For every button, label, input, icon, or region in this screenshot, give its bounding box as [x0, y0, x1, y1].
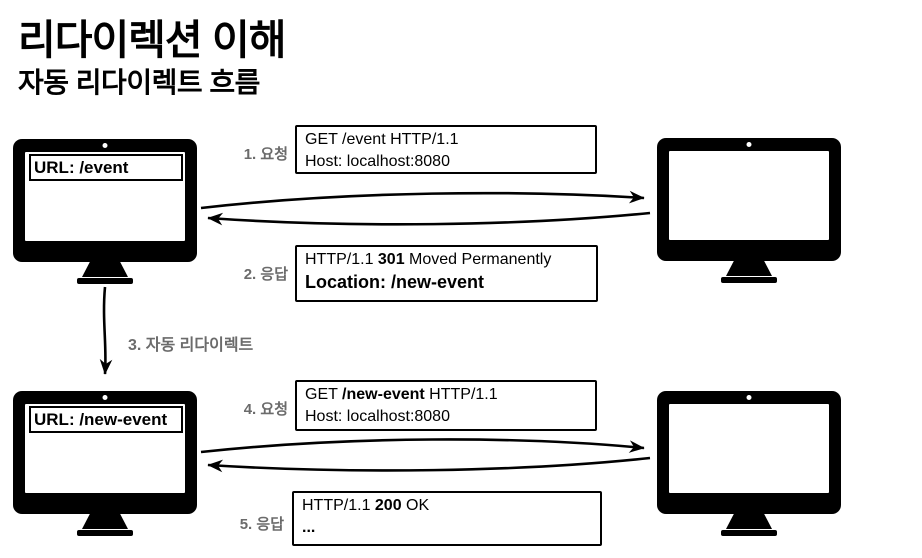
request-arrow-top: [200, 190, 645, 210]
message-line: Host: localhost:8080: [305, 406, 587, 428]
camera-dot-icon: [102, 143, 108, 148]
step3-label: 3. 자동 리다이렉트: [128, 337, 254, 354]
text-segment: HTTP/1.1: [424, 386, 498, 403]
request1-message-box: GET /event HTTP/1.1 Host: localhost:8080: [295, 125, 597, 174]
text-segment: Host: localhost:8080: [305, 153, 450, 170]
url-text: URL: /new-event: [34, 409, 168, 429]
monitor-screen: URL: /event: [25, 152, 185, 241]
monitor-base: [721, 277, 777, 283]
server-monitor-top: [657, 138, 841, 283]
monitor-frame: [657, 391, 841, 514]
client-monitor-top: URL: /event: [13, 139, 197, 284]
monitor-stand: [82, 514, 128, 529]
message-line: GET /new-event HTTP/1.1: [305, 384, 587, 406]
message-line: HTTP/1.1 200 OK: [302, 495, 592, 517]
step4-label: 4. 요청: [243, 401, 288, 418]
text-segment: 301: [377, 251, 405, 268]
request2-message-box: GET /new-event HTTP/1.1 Host: localhost:…: [295, 380, 597, 431]
message-line: Host: localhost:8080: [305, 151, 587, 173]
client-monitor-bottom: URL: /new-event: [13, 391, 197, 536]
monitor-stand: [726, 514, 772, 529]
camera-dot-icon: [102, 395, 108, 400]
camera-dot-icon: [746, 142, 752, 147]
text-segment: Location: /new-event: [305, 272, 485, 292]
monitor-screen: [669, 151, 829, 240]
url-text: URL: /event: [34, 157, 129, 177]
step1-label: 1. 요청: [243, 146, 288, 163]
step2-label: 2. 응답: [243, 266, 288, 283]
response-arrow-bottom: [207, 456, 651, 473]
url-bar-top: URL: /event: [29, 154, 183, 181]
page-subtitle: 자동 리다이렉트 흐름: [18, 67, 260, 98]
monitor-base: [77, 278, 133, 284]
camera-dot-icon: [746, 395, 752, 400]
monitor-frame: URL: /new-event: [13, 391, 197, 514]
server-monitor-bottom: [657, 391, 841, 536]
monitor-frame: URL: /event: [13, 139, 197, 262]
text-segment: OK: [401, 497, 430, 514]
message-line: Location: /new-event: [305, 271, 588, 295]
text-segment: GET /event HTTP/1.1: [305, 131, 459, 148]
message-line: GET /event HTTP/1.1: [305, 129, 587, 151]
monitor-stand: [726, 261, 772, 276]
response2-message-box: HTTP/1.1 200 OK ...: [292, 491, 602, 546]
text-segment: /new-event: [342, 386, 425, 403]
redirect-arrow-down: [99, 286, 113, 375]
request-arrow-bottom: [200, 438, 645, 454]
text-segment: GET: [305, 386, 343, 403]
text-segment: ...: [302, 519, 316, 536]
page-title: 리다이렉션 이해: [18, 17, 286, 63]
url-bar-bottom: URL: /new-event: [29, 406, 183, 433]
monitor-screen: URL: /new-event: [25, 404, 185, 493]
step5-label: 5. 응답: [239, 516, 284, 533]
text-segment: HTTP/1.1: [302, 497, 375, 514]
text-segment: 200: [374, 497, 402, 514]
monitor-frame: [657, 138, 841, 261]
monitor-base: [77, 530, 133, 536]
monitor-base: [721, 530, 777, 536]
message-line: HTTP/1.1 301 Moved Permanently: [305, 249, 588, 271]
text-segment: HTTP/1.1: [305, 251, 378, 268]
text-segment: Moved Permanently: [404, 251, 552, 268]
text-segment: Host: localhost:8080: [305, 408, 450, 425]
monitor-stand: [82, 262, 128, 277]
monitor-screen: [669, 404, 829, 493]
message-line: ...: [302, 517, 592, 539]
response1-message-box: HTTP/1.1 301 Moved Permanently Location:…: [295, 245, 598, 302]
response-arrow-top: [207, 211, 651, 226]
